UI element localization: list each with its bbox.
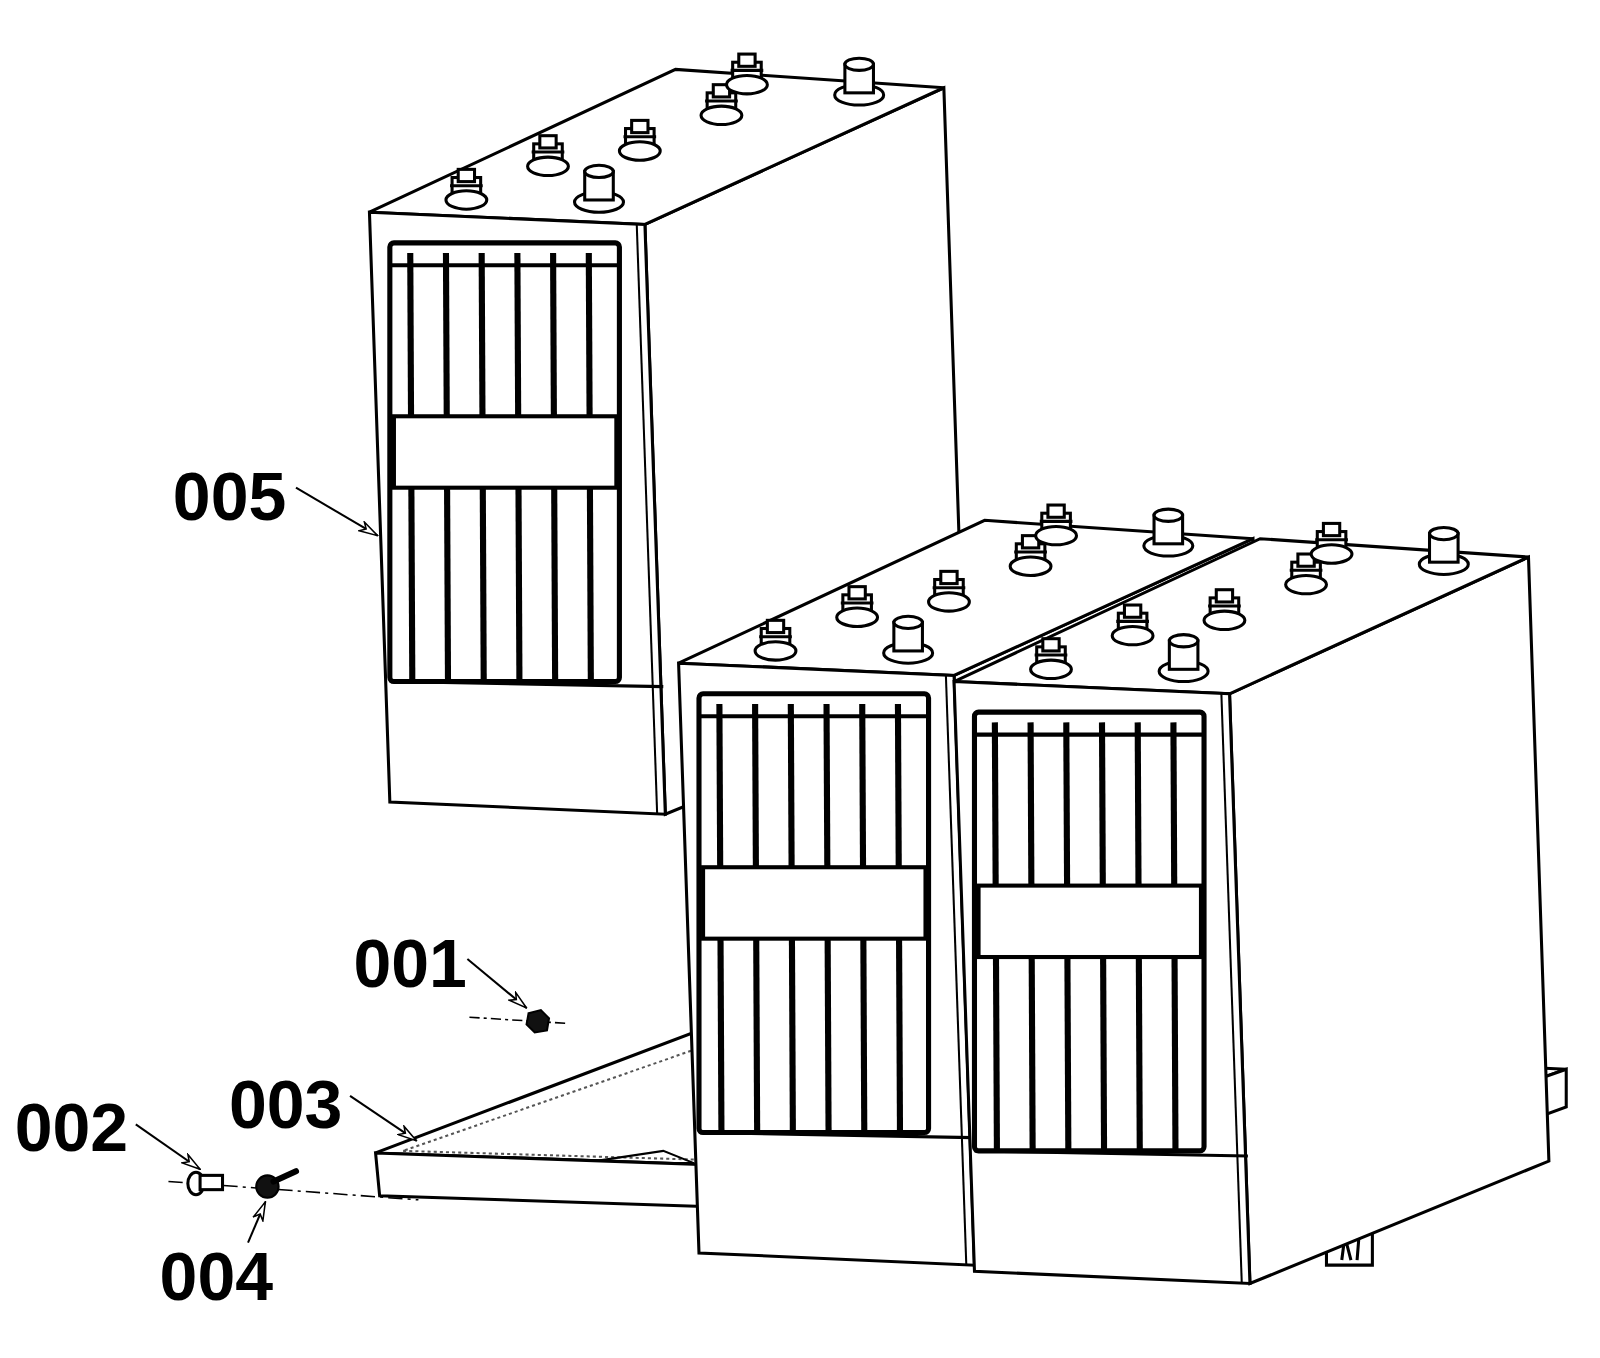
callout-number: 004	[160, 1242, 273, 1310]
callout-number: 003	[229, 1070, 342, 1138]
callout-number: 002	[15, 1093, 128, 1161]
callout-number: 005	[173, 462, 286, 530]
callout-number: 001	[353, 929, 466, 997]
